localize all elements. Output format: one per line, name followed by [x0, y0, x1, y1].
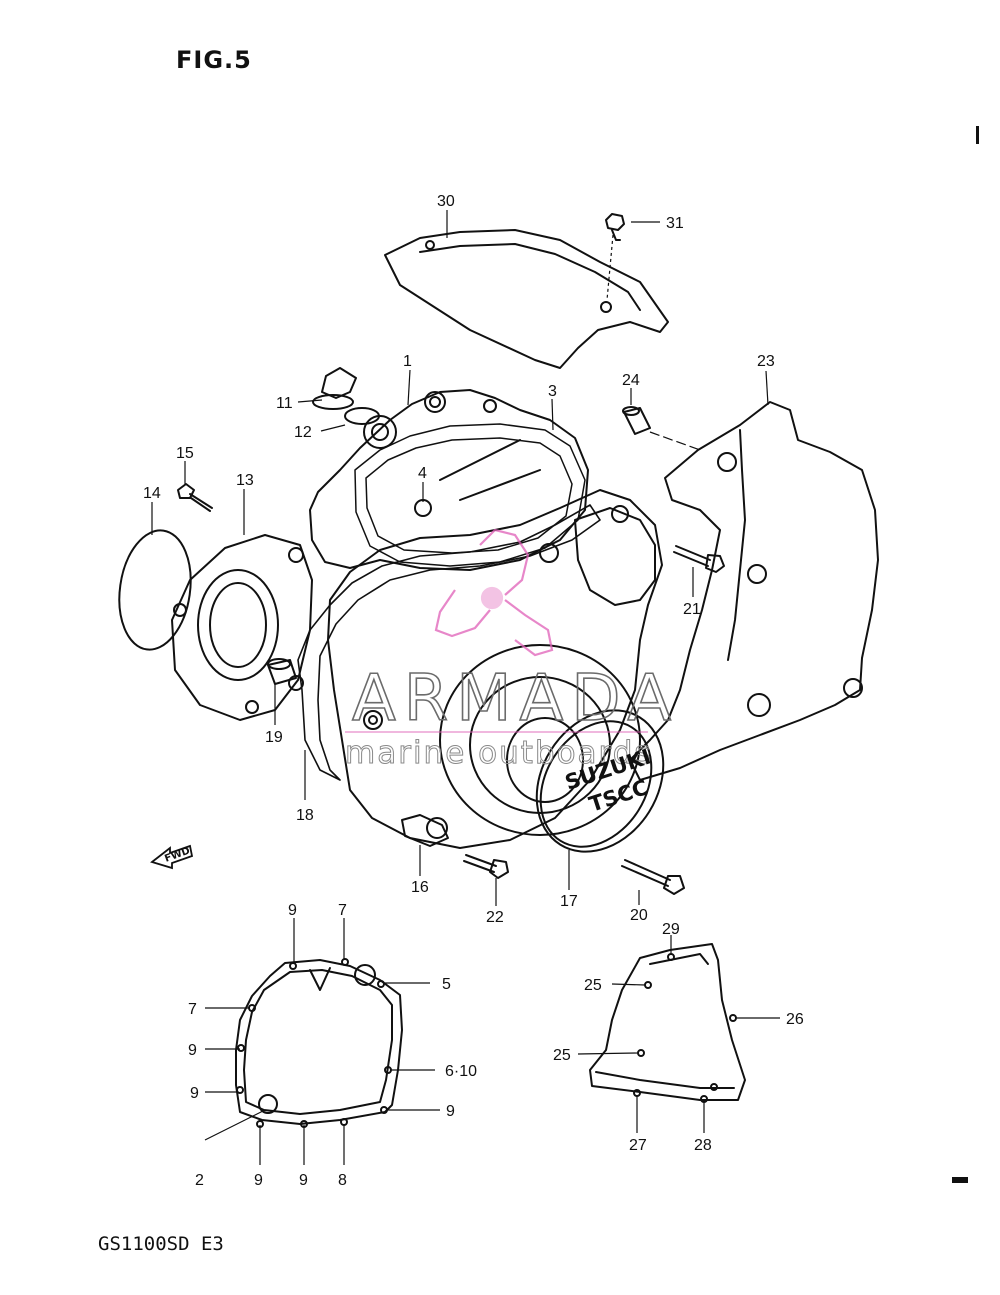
- callout-g7b: 7: [188, 1001, 197, 1018]
- part-31-bolt: [605, 213, 625, 241]
- callout-s29: 29: [662, 921, 680, 938]
- watermark-tagline: marine outboards: [345, 735, 653, 771]
- callout-22: 22: [486, 909, 504, 926]
- callout-12: 12: [294, 424, 312, 441]
- callout-3: 3: [548, 383, 557, 400]
- callout-g9e: 9: [254, 1172, 263, 1189]
- part-16-bracket: [401, 814, 449, 847]
- callout-g9c: 9: [190, 1085, 199, 1102]
- part-18-gasket: [297, 504, 601, 781]
- part-1-crankcase-cover: [309, 389, 589, 571]
- callout-labels: 30 31 1 3 4 11 12 13 14 15 23 24 21 19 1…: [143, 193, 804, 1189]
- callout-4: 4: [418, 465, 427, 482]
- callout-16: 16: [411, 879, 429, 896]
- callout-14: 14: [143, 485, 161, 502]
- part-24-dowel: [622, 406, 651, 435]
- callout-g9b: 9: [188, 1042, 197, 1059]
- callout-g8: 8: [338, 1172, 347, 1189]
- callout-20: 20: [630, 907, 648, 924]
- part-2-lower-cover-gasket: [235, 958, 403, 1128]
- leader-lines: [151, 210, 780, 1165]
- part-20-bolt: [621, 859, 685, 895]
- fwd-arrow-icon: FWD: [150, 844, 194, 870]
- callout-g5: 5: [442, 976, 451, 993]
- callout-18: 18: [296, 807, 314, 824]
- part-14-o-ring: [118, 529, 192, 651]
- part-12-o-ring: [344, 407, 380, 425]
- callout-g9d: 9: [446, 1103, 455, 1120]
- callout-s25b: 25: [553, 1047, 571, 1064]
- callout-g9f: 9: [299, 1172, 308, 1189]
- callout-g2: 2: [195, 1172, 204, 1189]
- callout-15: 15: [176, 445, 194, 462]
- callout-1: 1: [403, 353, 412, 370]
- part-sprocket-cover: [589, 943, 746, 1103]
- part-30-cover-plate: [384, 229, 669, 369]
- part-19-dowel: [267, 658, 297, 685]
- callout-31: 31: [666, 215, 684, 232]
- callout-s26: 26: [786, 1011, 804, 1028]
- callout-11: 11: [276, 395, 293, 412]
- watermark-logo: [434, 528, 554, 657]
- part-13-inspection-cover: [171, 534, 313, 721]
- callout-13: 13: [236, 472, 254, 489]
- part-17-badge: [535, 709, 665, 853]
- callout-s27: 27: [629, 1137, 647, 1154]
- part-generator-cover: [327, 489, 663, 849]
- watermark-brand: ARMADA: [352, 662, 679, 736]
- callout-21: 21: [683, 601, 701, 618]
- callout-g610: 6·10: [445, 1063, 477, 1080]
- callout-s25a: 25: [584, 977, 602, 994]
- part-11-filler-cap: [312, 367, 357, 410]
- part-23-outer-cover: [629, 401, 879, 781]
- callout-g7a: 7: [338, 902, 347, 919]
- callout-17: 17: [560, 893, 578, 910]
- edge-mark-top: [976, 126, 979, 144]
- figure-title: FIG.5: [176, 46, 252, 74]
- part-15-bolt: [177, 483, 213, 512]
- callout-24: 24: [622, 372, 640, 389]
- callout-23: 23: [757, 353, 775, 370]
- part-22-bolt: [463, 854, 509, 879]
- model-code: GS1100SD E3: [98, 1233, 224, 1255]
- callout-19: 19: [265, 729, 283, 746]
- callout-s28: 28: [694, 1137, 712, 1154]
- callout-g9a: 9: [288, 902, 297, 919]
- part-21-bolt: [673, 545, 725, 573]
- part-3-gasket: [354, 423, 586, 567]
- edge-mark: [952, 1177, 968, 1183]
- callout-30: 30: [437, 193, 455, 210]
